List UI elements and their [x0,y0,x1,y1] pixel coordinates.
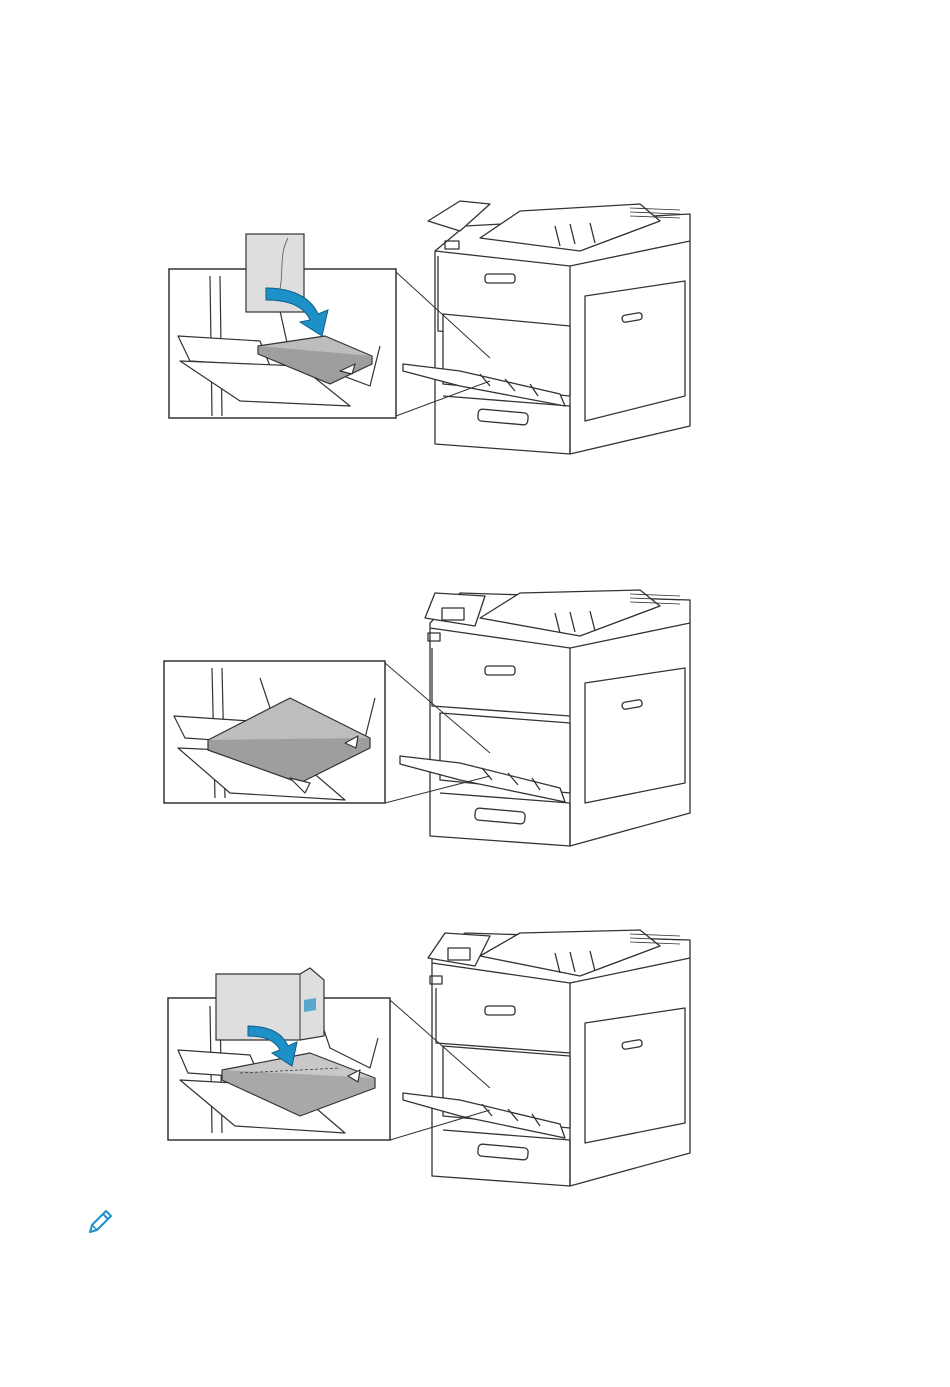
printer-diagram-2 [160,588,705,850]
illustration-paper-loaded [160,588,705,850]
printer-diagram-3 [160,928,705,1190]
illustration-load-paper [160,196,705,458]
pencil-note-icon [86,1206,116,1236]
printer-diagram-1 [160,196,705,458]
envelope-flap-icon [304,998,316,1012]
illustration-load-envelopes [160,928,705,1190]
